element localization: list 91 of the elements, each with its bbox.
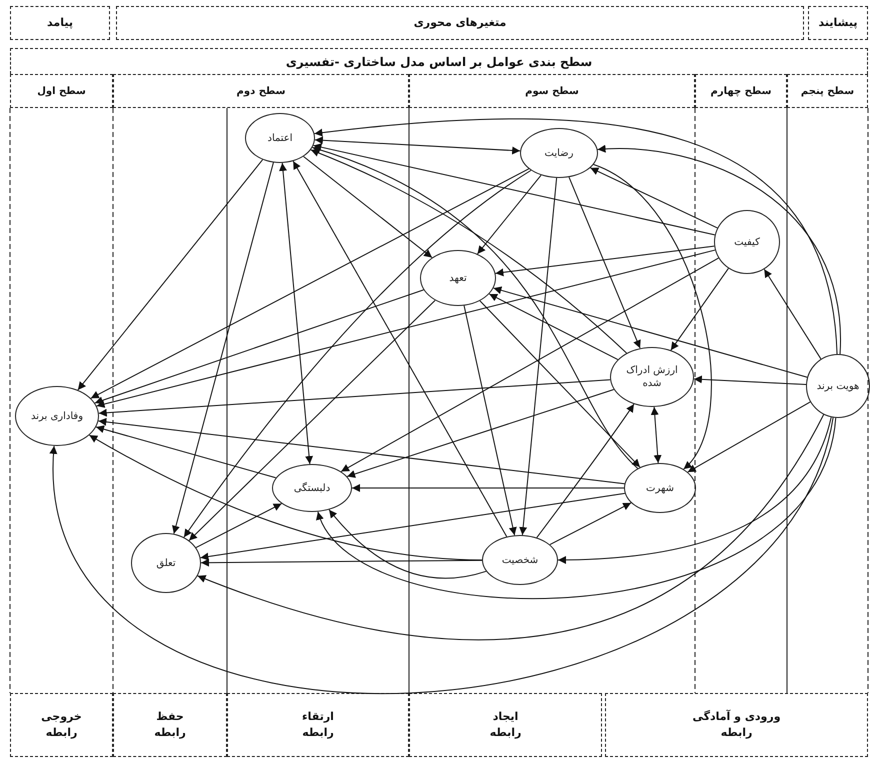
arrow [98,418,626,484]
arrow [197,414,824,640]
arrow [98,379,611,417]
variable-ellipse [15,386,99,446]
arrow [200,492,626,561]
variable-ellipse [482,535,558,585]
column-heading: سطح پنجم [800,84,854,98]
arrow [670,268,729,351]
header-box [409,693,602,757]
column-heading: ارتقاء رابطه [301,708,335,741]
arrow [292,160,508,538]
header-box [10,6,110,40]
arrow [328,509,487,579]
arrow [764,268,822,360]
arrow [568,176,641,349]
arrow [279,162,314,465]
arrow [597,145,841,355]
column-heading: متغیرهای محوری [414,14,506,31]
header-box [116,6,804,40]
arrow [464,305,517,536]
variable-ellipse [520,128,598,178]
variable-label: رضایت [544,146,574,160]
arrow [340,258,719,472]
variable-ellipse [624,463,696,513]
variable-ellipse [610,347,694,407]
arrow [492,286,808,378]
header-box [227,693,409,757]
arrow [314,136,521,154]
column-heading: خروجی رابطه [40,708,83,741]
arrow [317,417,836,599]
arrow [549,502,632,546]
arrow [476,174,542,254]
arrow [96,425,276,478]
arrow [488,293,618,360]
header-box [113,693,227,757]
variable-label: دلبستگی [294,482,330,494]
variable-label: تعلق [156,556,176,570]
arrow [593,164,712,470]
variable-ellipse [806,354,870,418]
arrow [310,149,628,354]
column-heading: سطح دوم [236,84,286,98]
column-heading: پیامد [47,14,73,31]
variable-ellipse [245,113,315,163]
variable-ellipse [420,250,496,306]
header-box [10,74,113,108]
header-box [787,74,868,108]
arrow [172,162,274,534]
arrow [558,416,832,564]
arrow [352,484,624,492]
arrow [77,159,264,390]
variable-ellipse [714,210,780,274]
arrow [519,177,558,536]
arrow [479,300,640,468]
column-heading: سطح سوم [525,84,579,98]
arrow [183,170,532,538]
arrow [196,503,282,548]
arrow [96,250,716,408]
title: سطح بندی عوامل بر اساس مدل ساختاری -تفسیری [286,54,592,68]
column-heading: حفظ رابطه [153,708,187,741]
arrow [94,289,424,404]
column-heading: سطح چهارم [710,84,772,98]
column-heading: پیشایند [818,14,858,31]
arrow [312,143,716,236]
arrow [536,404,634,538]
column-heading: ایجاد رابطه [488,708,522,741]
header-box [605,693,868,757]
arrow [693,375,807,385]
header-box [409,74,695,108]
arrow [687,401,811,473]
arrow [494,246,715,276]
header-box [808,6,868,40]
arrow [90,168,530,399]
arrow [303,156,433,258]
arrow [314,118,838,355]
variable-label: اعتماد [267,132,293,144]
column-heading: سطح اول [37,84,86,98]
arrow [200,558,482,567]
variable-label: کیفیت [734,236,760,248]
column-heading: ورودی و آمادگی رابطه [691,708,782,741]
variable-ellipse [272,464,352,512]
arrow [590,167,718,228]
variable-ellipse [131,533,201,593]
arrow [346,388,614,478]
arrow [312,146,638,469]
header-box [10,693,113,757]
arrow [650,406,662,464]
header-box [113,74,409,108]
header-box [695,74,787,108]
variable-label: وفاداری برند [30,410,84,422]
arrow [88,434,482,560]
arrow [188,300,436,541]
